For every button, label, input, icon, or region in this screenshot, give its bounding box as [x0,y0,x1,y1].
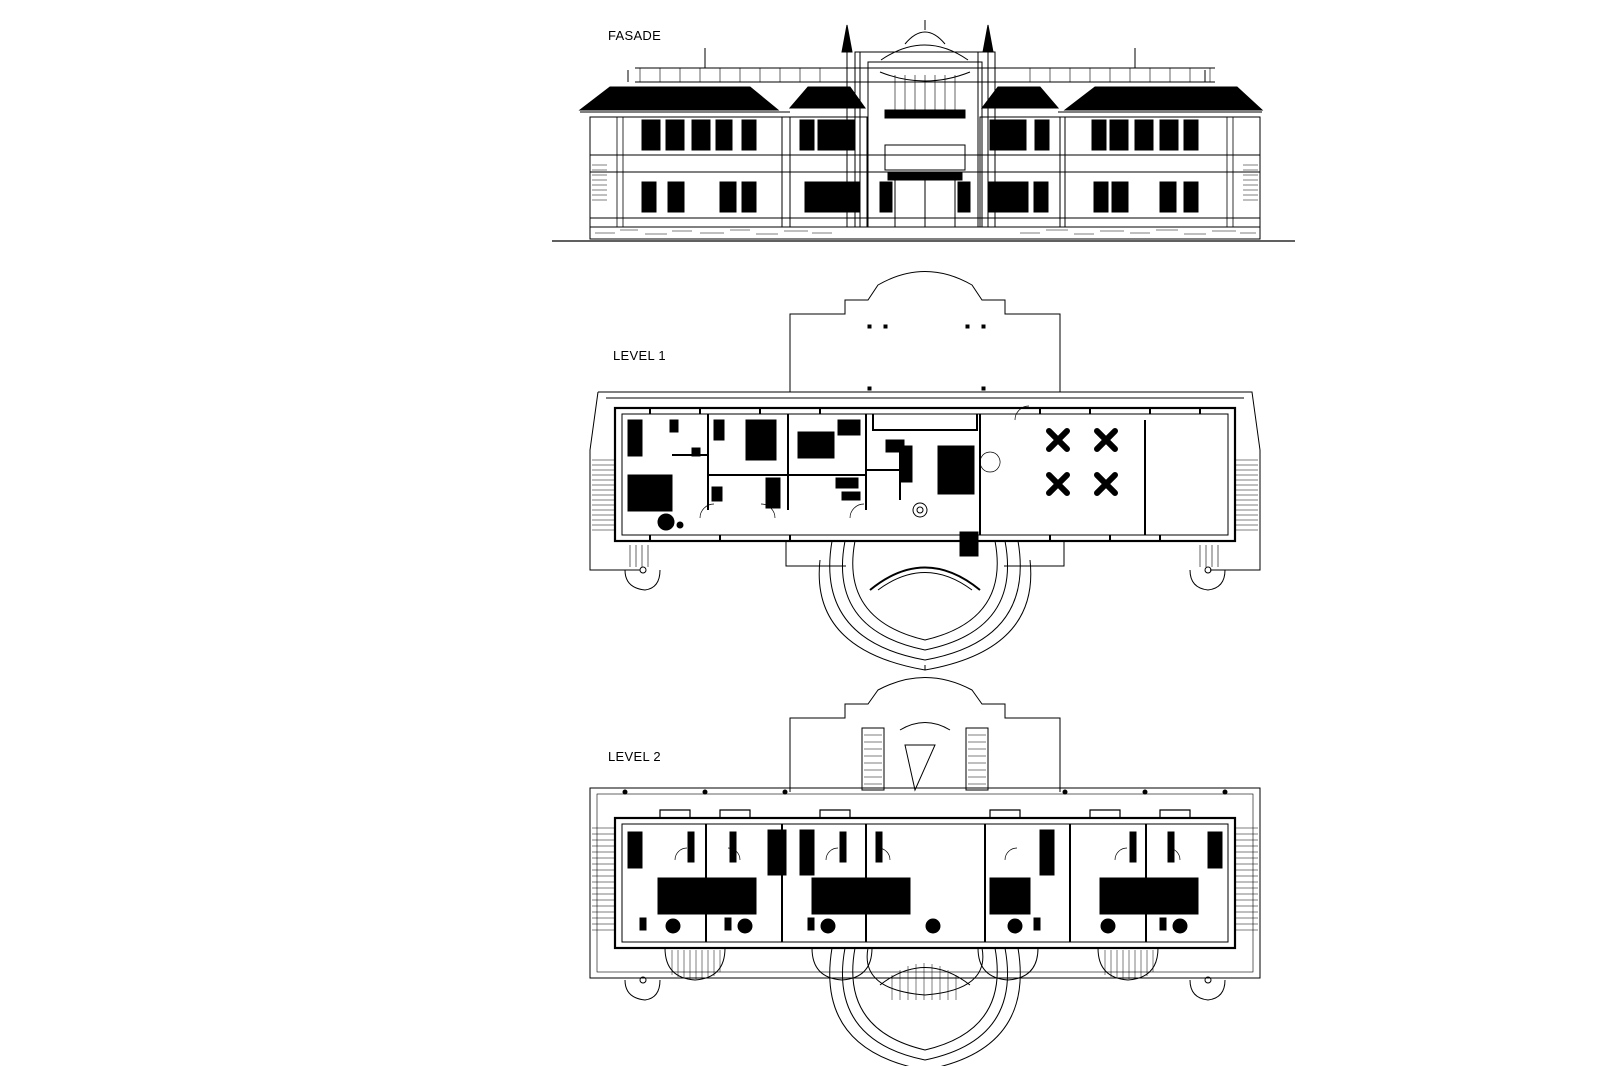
facade-elevation [552,20,1295,242]
level-1-entry-stair [818,540,1032,671]
level-2-entry-stair [829,947,1021,1066]
level-2-plan [589,677,1261,1066]
level-2-title: LEVEL 2 [608,749,661,764]
level-1-tables [1046,428,1118,496]
level-1-plan [589,271,1261,671]
level-1-title: LEVEL 1 [613,348,666,363]
level-2-furniture [627,829,1223,934]
level-2-balconies [664,947,1159,981]
level-1-side-stairs [592,459,1258,567]
facade-title: FASADE [608,28,662,43]
facade-windows [641,119,1199,213]
stone-base-pattern [595,229,1256,235]
level-1-furniture [627,419,979,557]
